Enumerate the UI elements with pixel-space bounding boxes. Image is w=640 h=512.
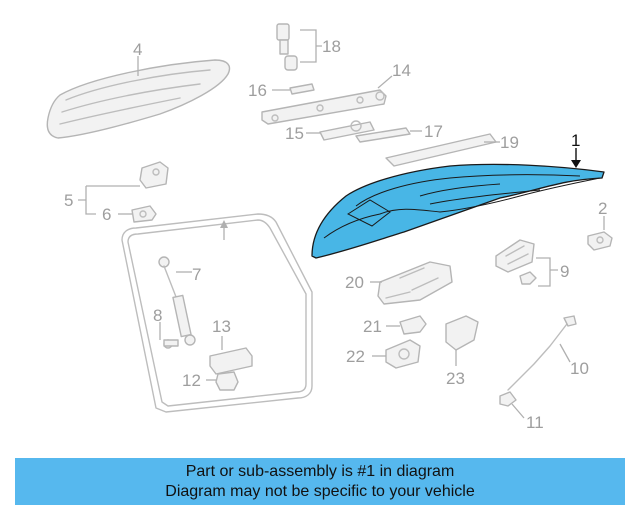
info-banner: Part or sub-assembly is #1 in diagram Di…: [15, 458, 625, 505]
part-19-lock-cylinder: 18: [276, 23, 341, 71]
part-15-handle: 15: [285, 120, 375, 143]
callout-8: 8: [153, 306, 162, 325]
callout-6: 6: [102, 205, 111, 224]
part-23-cover: 23: [445, 315, 479, 388]
callout-2: 2: [598, 199, 607, 218]
part-6-hinge: 6: [102, 205, 157, 224]
callout-19: 18: [322, 37, 341, 56]
part-13-switch: 13: [209, 317, 253, 375]
banner-line-1: Part or sub-assembly is #1 in diagram: [185, 462, 455, 480]
part-2-stopper: 2: [587, 199, 613, 251]
part-5-hinge: 5: [64, 161, 169, 215]
callout-22: 22: [346, 347, 365, 366]
callout-12: 12: [182, 371, 201, 390]
part-10-rod: 10: [507, 315, 589, 391]
part-14-handle-bar: 14: [261, 61, 411, 125]
callout-17: 17: [424, 122, 443, 141]
part-16-bracket: 16: [248, 81, 315, 100]
callout-15: 15: [285, 124, 304, 143]
part-8-ball-stud: 8: [153, 306, 179, 349]
callout-16: 16: [248, 81, 267, 100]
callout-9: 9: [560, 262, 569, 281]
callout-11: 11: [526, 413, 544, 432]
part-22-motor: 22: [346, 339, 421, 369]
part-9-bracket: 9: [495, 239, 569, 287]
callout-14: 14: [392, 61, 411, 80]
part-7-lift-strut: 7: [158, 256, 201, 346]
part-11-clip: 11: [499, 391, 544, 432]
callout-23: 23: [446, 369, 465, 388]
part-20-latch-assembly: 20: [345, 261, 453, 305]
part-17-plate: 17: [355, 122, 443, 143]
callout-1: 1: [571, 131, 580, 150]
part-18-moulding: 19: [385, 133, 519, 167]
part-4-rear-glass: 4: [46, 40, 231, 139]
callout-10: 10: [570, 359, 589, 378]
part-21-actuator: 21: [363, 315, 427, 336]
callout-21: 21: [363, 317, 382, 336]
callout-18: 19: [500, 133, 519, 152]
callout-7: 7: [192, 265, 201, 284]
part-12-latch: 12: [182, 371, 239, 391]
callout-20: 20: [345, 273, 364, 292]
part-1-liftgate: 1: [311, 131, 605, 259]
callout-5: 5: [64, 191, 73, 210]
banner-line-2: Diagram may not be specific to your vehi…: [165, 482, 475, 500]
callout-4: 4: [133, 40, 142, 59]
callout-13: 13: [212, 317, 231, 336]
weatherstrip: [121, 213, 313, 413]
parts-diagram: 4 18 14 16 15 17 19: [46, 23, 613, 432]
